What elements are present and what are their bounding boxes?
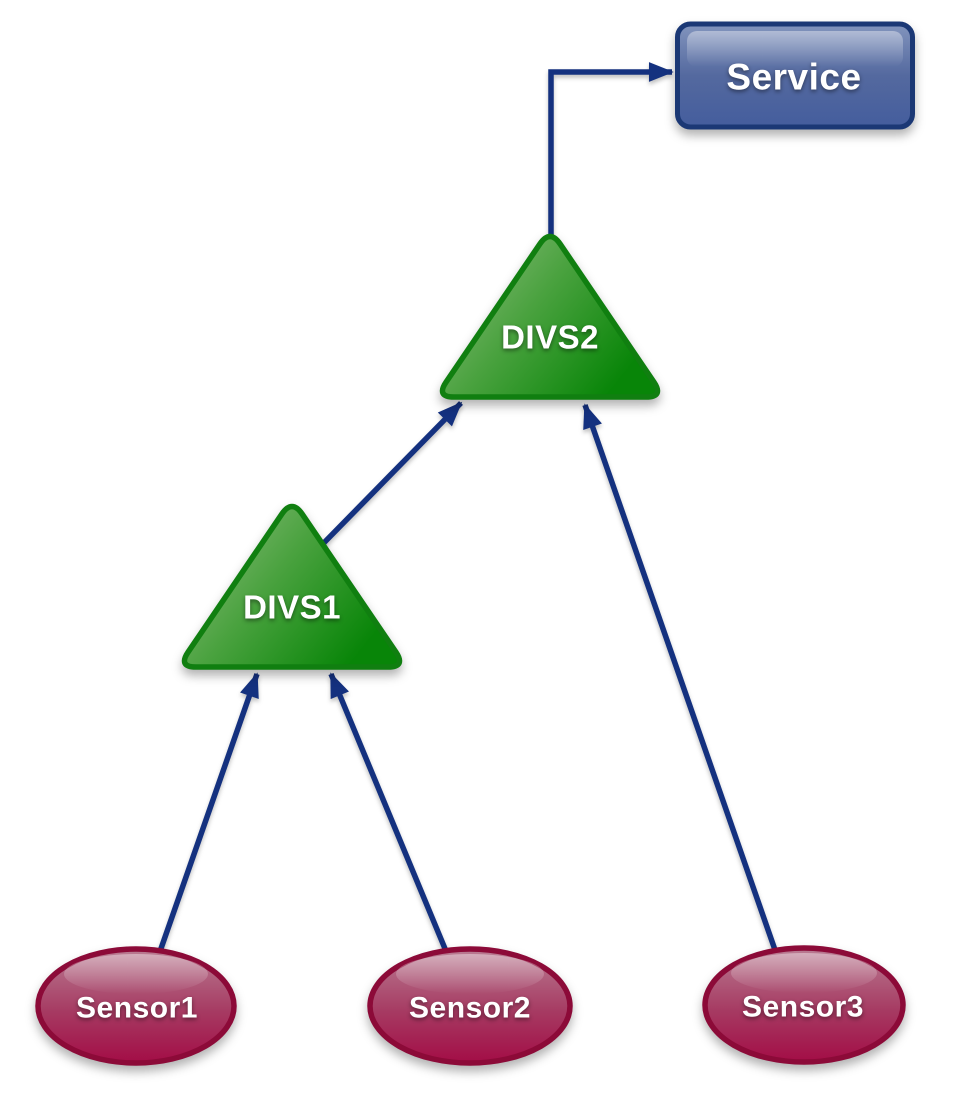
service-gloss-highlight	[687, 31, 903, 67]
edge-divs1-to-divs2	[309, 401, 463, 558]
divs2-label: DIVS2	[501, 319, 599, 356]
sensor3-label: Sensor3	[742, 991, 864, 1024]
node-sensor1: Sensor1	[35, 946, 237, 1066]
node-service: Service	[675, 21, 915, 130]
node-divs2: DIVS2	[439, 233, 661, 400]
divs1-triangle-shape	[181, 503, 403, 670]
sensor1-label: Sensor1	[76, 992, 198, 1025]
sensor2-label: Sensor2	[409, 992, 531, 1025]
sensor2-gloss-highlight	[396, 954, 544, 994]
service-label: Service	[726, 57, 861, 98]
edge-sensor2-to-divs1	[328, 672, 461, 982]
node-divs1: DIVS1	[181, 503, 403, 670]
sensor1-gloss-highlight	[64, 954, 208, 994]
divs2-triangle-shape	[439, 233, 661, 400]
divs1-label: DIVS1	[243, 589, 341, 626]
edge-group	[147, 62, 785, 982]
sensor3-gloss-highlight	[731, 953, 877, 993]
edge-sensor3-to-divs2	[582, 403, 785, 971]
edge-divs2-to-service	[548, 62, 674, 240]
edge-sensor1-to-divs1	[147, 672, 260, 981]
node-sensor2: Sensor2	[367, 946, 573, 1066]
node-sensor3: Sensor3	[702, 945, 906, 1065]
